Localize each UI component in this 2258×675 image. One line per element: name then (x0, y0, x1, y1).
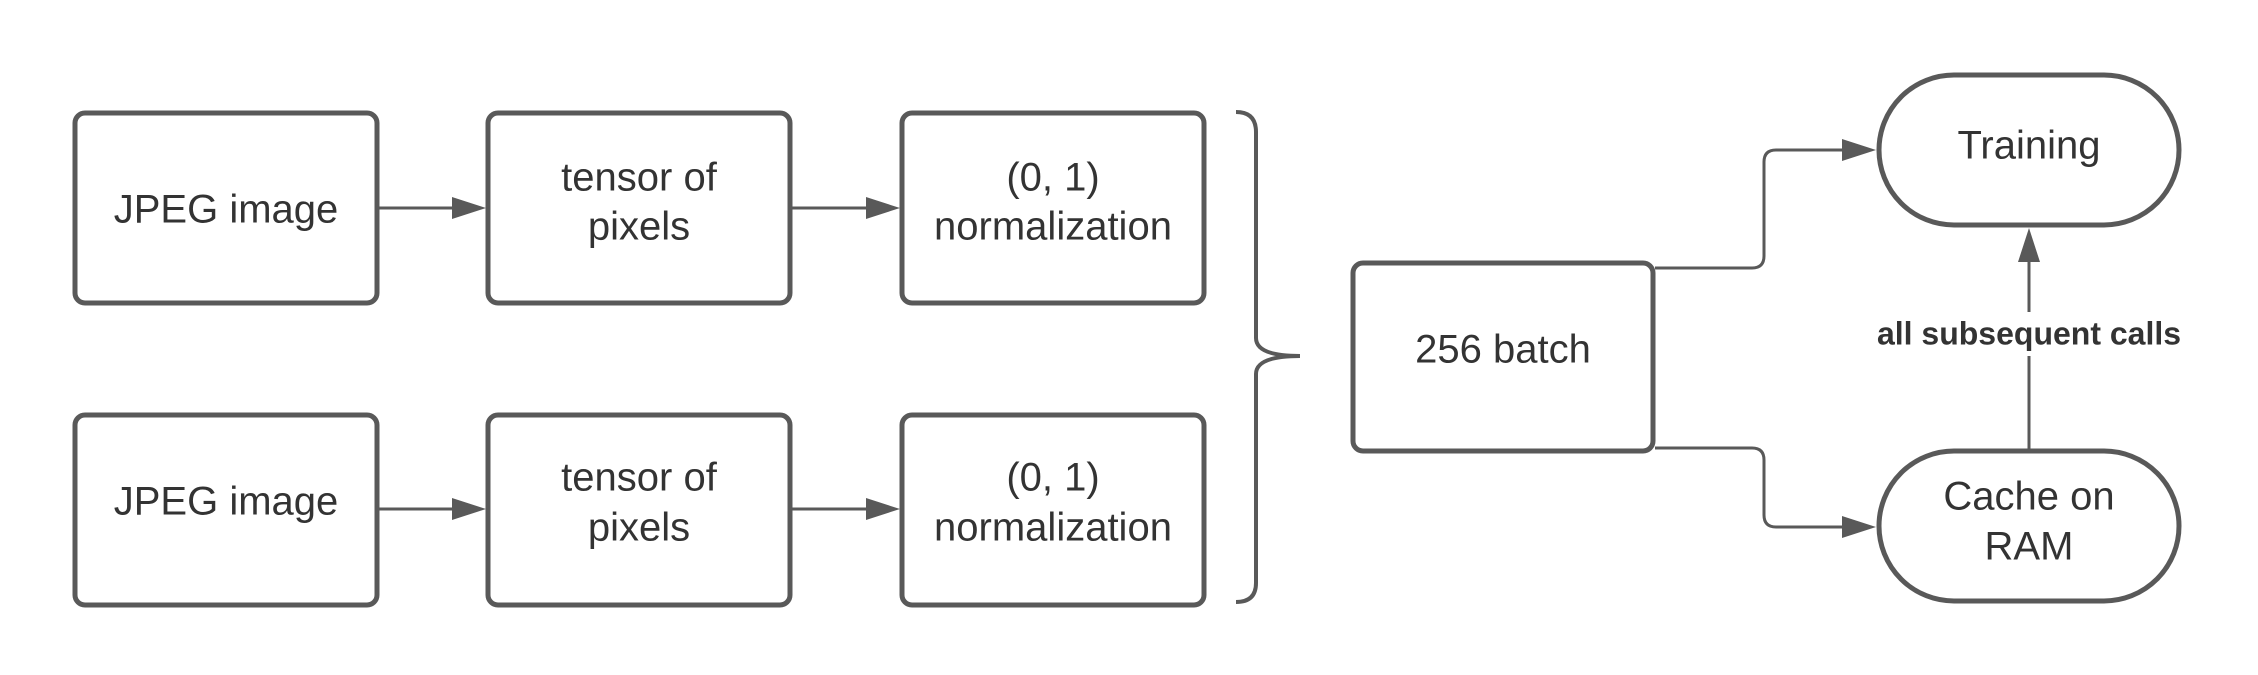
arrowhead (1842, 516, 1876, 538)
node-jpeg-image-top: JPEG image (72, 110, 380, 306)
node-normalization-bottom-label-line2: normalization (934, 506, 1172, 550)
arrow-jpeg-to-tensor-bottom (379, 498, 486, 520)
node-jpeg-image-top-label: JPEG image (114, 188, 339, 232)
node-tensor-bottom-label-line2: pixels (588, 506, 690, 550)
node-cache-label-line1: Cache on (1943, 475, 2114, 519)
node-tensor-top-label-line2: pixels (588, 205, 690, 249)
arrowhead (2018, 228, 2040, 262)
node-training-label: Training (1957, 124, 2100, 168)
arrowhead (866, 498, 900, 520)
node-training: Training (1876, 72, 2182, 228)
grouping-brace (1235, 110, 1301, 604)
node-jpeg-image-bottom: JPEG image (72, 412, 380, 608)
arrow-tensor-to-normalization-top (792, 197, 900, 219)
node-batch: 256 batch (1350, 260, 1656, 454)
node-tensor-top: tensor of pixels (485, 110, 793, 306)
arrowhead (866, 197, 900, 219)
node-tensor-bottom-label-line1: tensor of (561, 456, 718, 500)
node-normalization-bottom: (0, 1) normalization (899, 412, 1207, 608)
edge-label-all-subsequent-calls: all subsequent calls (1877, 315, 2181, 351)
edge-label-background (1862, 312, 2196, 356)
node-cache-on-ram: Cache on RAM (1876, 448, 2182, 604)
arrow-tensor-to-normalization-bottom (792, 498, 900, 520)
arrowhead (452, 197, 486, 219)
node-tensor-bottom: tensor of pixels (485, 412, 793, 608)
arrow-jpeg-to-tensor-top (379, 197, 486, 219)
arrow-batch-to-cache (1655, 446, 1876, 538)
arrowhead (1842, 139, 1876, 161)
arrowhead (452, 498, 486, 520)
node-batch-label: 256 batch (1415, 328, 1591, 372)
node-normalization-top-label-line2: normalization (934, 205, 1172, 249)
arrow-batch-to-training (1655, 139, 1876, 270)
node-normalization-top-label-line1: (0, 1) (1006, 156, 1099, 200)
node-normalization-top: (0, 1) normalization (899, 110, 1207, 306)
node-cache-label-line2: RAM (1985, 525, 2074, 569)
node-jpeg-image-bottom-label: JPEG image (114, 480, 339, 524)
node-tensor-top-label-line1: tensor of (561, 156, 718, 200)
node-normalization-bottom-label-line1: (0, 1) (1006, 456, 1099, 500)
